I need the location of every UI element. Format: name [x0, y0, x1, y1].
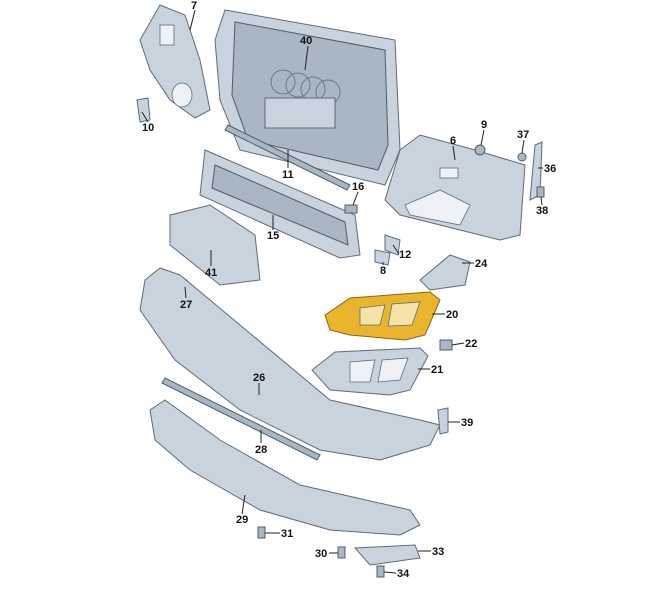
- callout-9: 9: [481, 119, 487, 131]
- part-30-screw[interactable]: [337, 546, 346, 559]
- callout-24: 24: [475, 258, 488, 270]
- callout-8: 8: [380, 265, 386, 277]
- part-37-clip[interactable]: [517, 152, 527, 162]
- callout-21: 21: [431, 364, 443, 376]
- part-6-bumper-corner[interactable]: [384, 134, 526, 241]
- part-26-bumper-cover[interactable]: [139, 267, 441, 461]
- part-16-bolt[interactable]: [344, 204, 358, 214]
- part-9-clip[interactable]: [474, 144, 486, 156]
- callout-33: 33: [432, 546, 444, 558]
- part-33-bracket[interactable]: [353, 544, 421, 566]
- callout-16: 16: [352, 181, 364, 193]
- callout-20: 20: [446, 309, 458, 321]
- callout-27: 27: [180, 299, 192, 311]
- callout-10: 10: [142, 122, 154, 134]
- callout-34: 34: [397, 568, 410, 580]
- callout-12: 12: [399, 249, 411, 261]
- part-29-underbody-panel[interactable]: [149, 399, 421, 536]
- callout-37: 37: [517, 129, 529, 141]
- callout-39: 39: [461, 417, 473, 429]
- part-7-side-bracket[interactable]: [139, 4, 211, 119]
- part-20-fog-light-trim[interactable]: [324, 291, 441, 341]
- callout-7: 7: [191, 0, 197, 12]
- callout-28: 28: [255, 444, 267, 456]
- callout-29: 29: [236, 514, 248, 526]
- callout-38: 38: [536, 205, 548, 217]
- part-41-license-plate-bracket[interactable]: [169, 204, 261, 286]
- part-10-clip[interactable]: [136, 97, 151, 123]
- leader-lines: [141, 9, 543, 574]
- part-22-clip[interactable]: [439, 339, 453, 351]
- callout-labels: 7 40 10 9 37 6 36 11 16 38 15 12 8 41 24…: [142, 0, 556, 580]
- part-24-bracket[interactable]: [419, 254, 471, 291]
- callout-15: 15: [267, 230, 279, 242]
- callout-31: 31: [281, 528, 293, 540]
- part-15-lower-grille[interactable]: [199, 149, 361, 259]
- callout-26: 26: [253, 372, 265, 384]
- part-34-screw[interactable]: [376, 565, 385, 578]
- part-8-cap[interactable]: [374, 249, 391, 266]
- callout-30: 30: [315, 548, 327, 560]
- callout-40: 40: [300, 35, 312, 47]
- part-28-trim-strip[interactable]: [161, 377, 321, 461]
- callout-41: 41: [205, 267, 217, 279]
- part-31-screw[interactable]: [257, 526, 266, 539]
- part-39-bracket[interactable]: [437, 407, 449, 435]
- callout-22: 22: [465, 338, 477, 350]
- callout-6: 6: [450, 135, 456, 147]
- callout-36: 36: [544, 163, 556, 175]
- part-38-screw[interactable]: [536, 186, 545, 198]
- callout-11: 11: [282, 169, 294, 181]
- part-21-fog-light-grille[interactable]: [311, 347, 429, 396]
